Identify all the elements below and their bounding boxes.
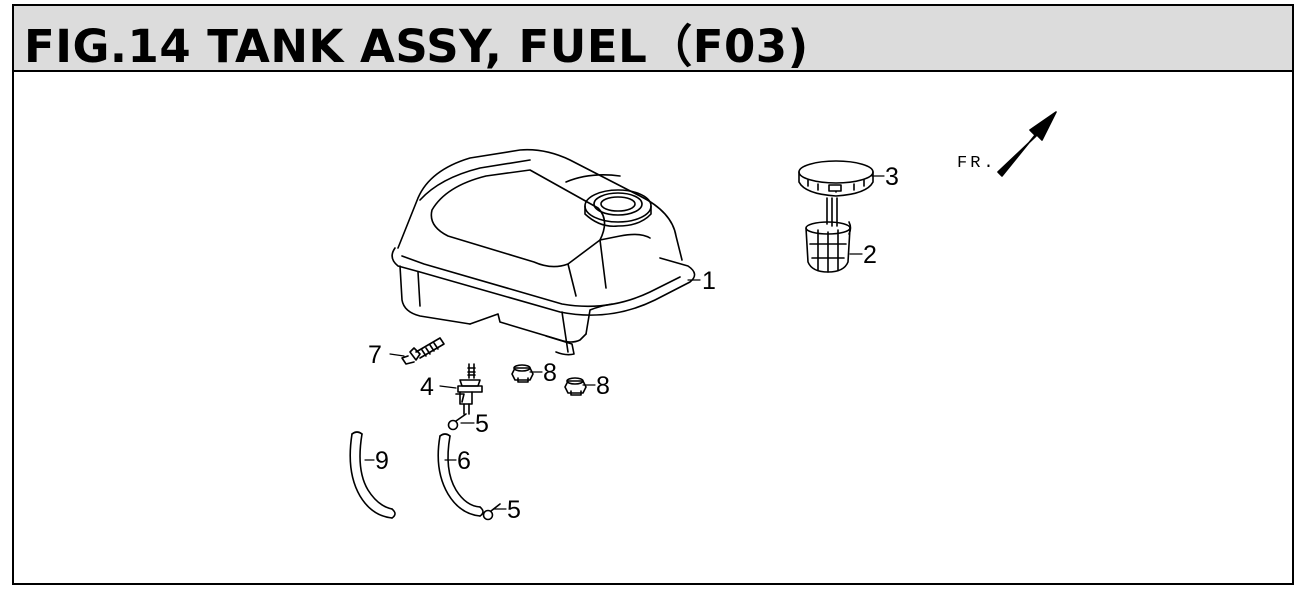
- arrow-up-right-icon: [997, 111, 1057, 177]
- fr-direction-label: FR.: [957, 154, 997, 173]
- hose-clip-lower-drawing: [482, 503, 501, 521]
- figure-frame: FIG.14 TANK ASSY, FUEL（F03): [12, 4, 1294, 585]
- bolt-drawing: [401, 337, 445, 365]
- callout-8-right: 8: [596, 372, 610, 400]
- callout-4: 4: [420, 373, 434, 401]
- fuel-tank-drawing: [391, 148, 696, 356]
- callout-5-upper: 5: [475, 410, 489, 438]
- callout-5-lower: 5: [507, 496, 521, 524]
- callout-7: 7: [368, 341, 382, 369]
- callout-3: 3: [885, 163, 899, 191]
- callout-1: 1: [702, 267, 716, 295]
- hose-clip-upper-drawing: [447, 413, 467, 431]
- fuel-cap-drawing: [798, 160, 874, 197]
- figure-title: FIG.14 TANK ASSY, FUEL（F03): [24, 20, 809, 73]
- fuel-cock-drawing: [455, 363, 483, 415]
- callout-9: 9: [375, 447, 389, 475]
- callout-6: 6: [457, 447, 471, 475]
- fuel-hose-drawing: [437, 433, 484, 517]
- callout-2: 2: [863, 241, 877, 269]
- leader-lines: [364, 175, 885, 510]
- callout-8-left: 8: [543, 359, 557, 387]
- breather-hose-drawing: [349, 431, 396, 519]
- nut-right-drawing: [564, 377, 587, 396]
- title-bar: FIG.14 TANK ASSY, FUEL（F03): [14, 6, 1292, 73]
- nut-left-drawing: [511, 364, 534, 383]
- strainer-drawing: [805, 197, 852, 273]
